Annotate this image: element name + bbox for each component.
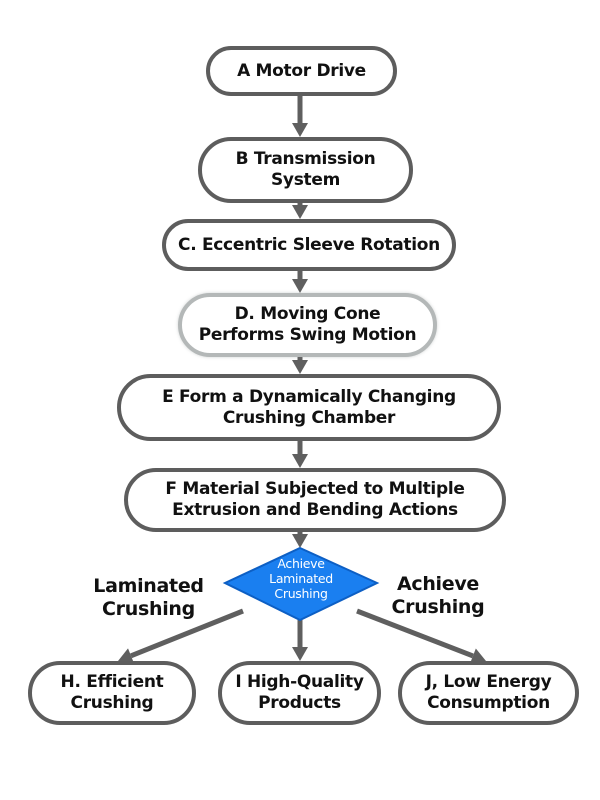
arrow-g-to-i [292,620,308,661]
arrow-e-to-f [292,441,308,468]
node-c-label: C. Eccentric Sleeve Rotation [178,234,440,255]
arrow-head [470,648,486,664]
node-h-efficient-crushing: H. Efficient Crushing [28,661,196,725]
arrow-f-to-g [292,532,308,548]
node-d-label: D. Moving Cone Performs Swing Motion [198,304,417,345]
node-c-eccentric-sleeve-rotation: C. Eccentric Sleeve Rotation [162,219,456,271]
arrow-c-to-d [292,271,308,293]
arrow-a-to-b [292,96,308,137]
node-b-transmission-system: B Transmission System [198,137,413,203]
node-b-label: B Transmission System [235,149,376,190]
edge-label-achieve-crushing: Achieve Crushing [391,573,485,618]
node-a-motor-drive: A Motor Drive [206,46,397,96]
arrow-head [292,360,308,374]
arrow-head [118,648,134,664]
node-e-label: E Form a Dynamically Changing Crushing C… [162,386,456,428]
node-a-label: A Motor Drive [237,60,366,81]
node-i-label: I High-Quality Products [235,672,364,713]
arrow-head [292,279,308,293]
node-j-low-energy-consumption: J, Low Energy Consumption [398,661,579,725]
arrows-layer [118,96,486,664]
arrow-shaft [130,608,244,659]
arrow-head [292,534,308,548]
node-h-label: H. Efficient Crushing [60,672,164,713]
edge-label-laminated-crushing: Laminated Crushing [93,575,204,620]
arrow-d-to-e [292,357,308,374]
node-j-label: J, Low Energy Consumption [425,672,552,713]
node-i-high-quality-products: I High-Quality Products [218,661,381,725]
arrow-head [292,647,308,661]
arrow-g-to-j [356,608,486,664]
arrow-head [292,205,308,219]
node-e-crushing-chamber: E Form a Dynamically Changing Crushing C… [117,374,501,441]
arrow-head [292,454,308,468]
decision-diamond-g [222,546,380,622]
arrow-b-to-c [292,203,308,219]
arrow-head [292,123,308,137]
node-f-label: F Material Subjected to Multiple Extrusi… [165,479,465,520]
node-f-extrusion-bending: F Material Subjected to Multiple Extrusi… [124,468,506,532]
arrow-shaft [356,608,474,659]
arrow-g-to-h [118,608,244,664]
decision-g-label: Achieve Laminated Crushing [269,556,333,601]
node-d-moving-cone-swing: D. Moving Cone Performs Swing Motion [178,293,437,357]
